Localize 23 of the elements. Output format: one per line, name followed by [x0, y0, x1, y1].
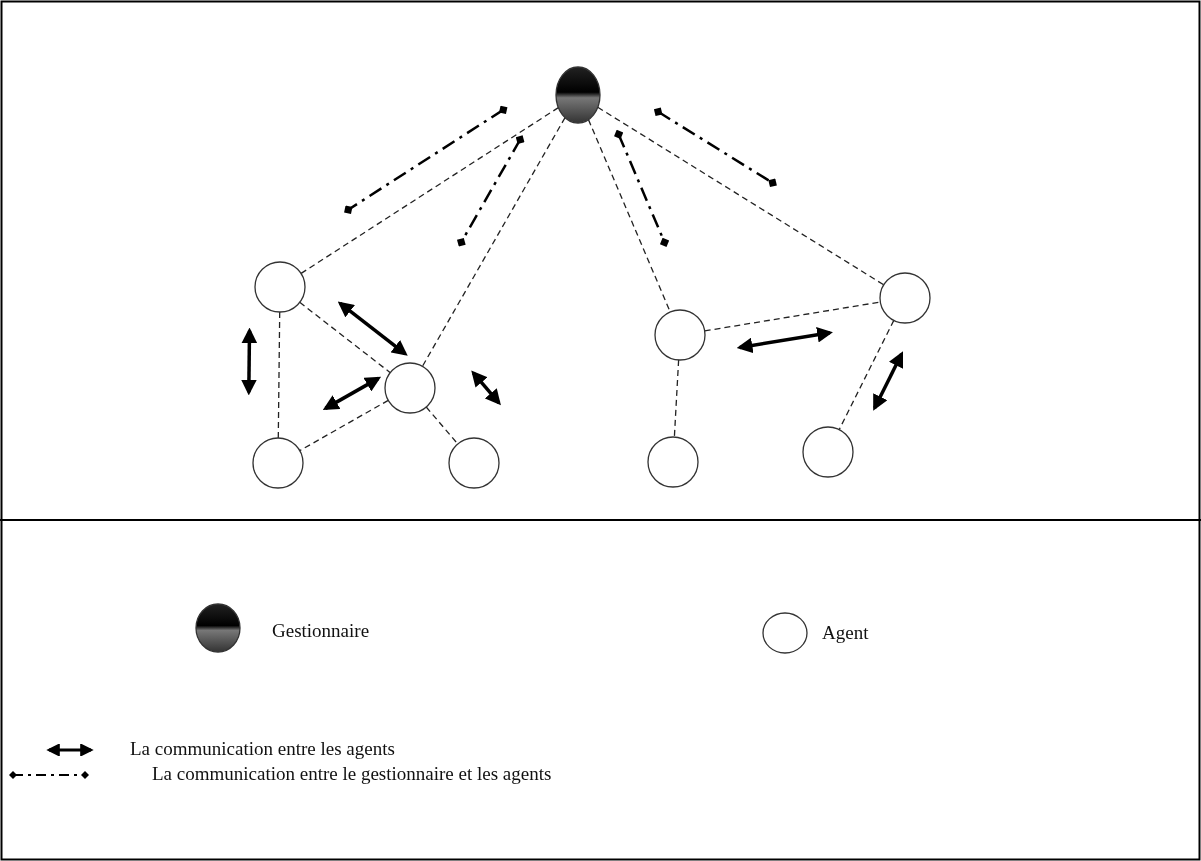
dashed-line	[277, 311, 281, 439]
legend-text: Gestionnaire	[272, 620, 370, 642]
legend-text: La communication entre les agents	[130, 738, 395, 760]
dashed-line	[704, 301, 881, 332]
agent-circle	[879, 272, 931, 324]
dashed-line	[299, 301, 391, 374]
agent-circle	[448, 437, 500, 489]
agent-circle	[252, 437, 304, 489]
agent-circle	[254, 261, 306, 313]
dashed-line	[421, 116, 566, 367]
dashed-line	[425, 406, 459, 445]
legend-text: Agent	[822, 622, 869, 644]
dashed-line	[838, 319, 895, 431]
dashed-line	[673, 359, 680, 438]
manager-circle	[555, 66, 601, 124]
dashed-line	[300, 107, 559, 275]
dashed-line	[299, 399, 389, 452]
agent-circle	[384, 362, 436, 414]
agent-circle	[802, 426, 854, 478]
legend-text: La communication entre le gestionnaire et les agents	[152, 763, 552, 785]
agent-circle	[654, 309, 706, 361]
dashed-line	[597, 106, 885, 286]
agent-circle	[647, 436, 699, 488]
